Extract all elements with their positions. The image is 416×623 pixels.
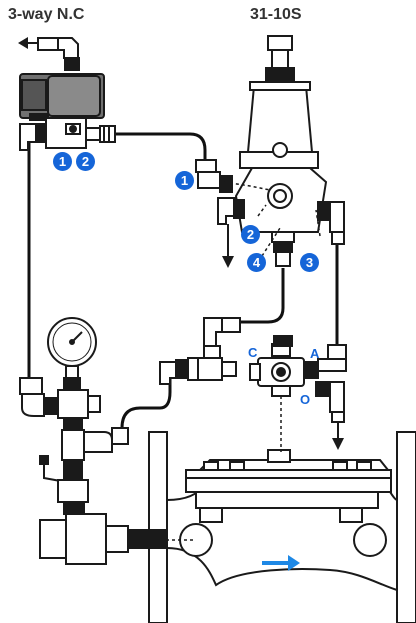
regulator-port-3-badge: 3 — [300, 253, 319, 272]
solenoid-port-2-badge: 2 — [76, 152, 95, 171]
main-valve — [148, 431, 416, 623]
port-c-label: C — [248, 345, 258, 360]
port-a-label: A — [310, 346, 320, 361]
o-exhaust-arrow — [332, 422, 344, 450]
solenoid-port-1-badge: 1 — [53, 152, 72, 171]
regulator-port-4-badge: 4 — [247, 253, 266, 272]
tubing — [27, 132, 339, 429]
flow-arrow — [262, 555, 300, 571]
port-o-label: O — [300, 392, 311, 407]
solenoid-label: 3-way N.C — [8, 6, 85, 23]
regulator-label: 31-10S — [250, 6, 302, 23]
regulator-dashed-lines — [223, 181, 321, 257]
regulator-port-1-badge: 1 — [175, 171, 194, 190]
pressure-regulator — [195, 35, 345, 267]
left-elbow-fittings — [19, 377, 59, 417]
three-way-cock — [159, 317, 347, 423]
exhaust-arrow — [222, 224, 234, 268]
solenoid-valve — [18, 37, 116, 151]
pressure-gauge — [39, 317, 167, 565]
regulator-port-2-badge: 2 — [241, 225, 260, 244]
